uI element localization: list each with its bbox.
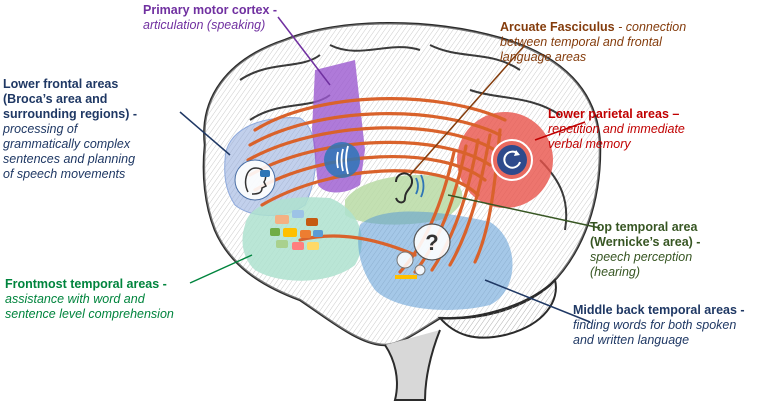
leader-line-motor — [277, 16, 331, 86]
label-title: Primary motor cortex - — [143, 3, 278, 17]
leader-line-parietal — [534, 121, 586, 141]
leader-lines — [179, 16, 601, 323]
repeat-icon — [491, 139, 533, 181]
label-middle-back-temporal-areas: Middle back temporal areas - finding wor… — [573, 303, 745, 348]
arcuate-fasciculus-fibers — [246, 97, 507, 274]
label-title: Arcuate Fasciculus — [500, 20, 615, 34]
label-description: - connection between temporal and fronta… — [500, 20, 687, 64]
label-title: Lower parietal areas – — [548, 107, 680, 121]
label-description: articulation (speaking) — [143, 18, 266, 32]
svg-text:?: ? — [425, 230, 438, 255]
wernicke-region — [345, 174, 463, 225]
label-arcuate-fasciculus: Arcuate Fasciculus - connection between … — [500, 20, 686, 65]
label-description: finding words for both spoken and writte… — [573, 318, 737, 347]
label-description: speech perception (hearing) — [590, 250, 693, 279]
middleback-region — [358, 211, 513, 310]
leader-line-frontmost — [189, 254, 253, 284]
leader-line-middleback — [484, 279, 591, 323]
speech-bubbles-icon — [270, 210, 323, 250]
question-bubble-icon: ? — [395, 223, 451, 279]
label-top-temporal-area: Top temporal area (Wernicke’s area) - sp… — [590, 220, 700, 280]
label-description: assistance with word and sentence level … — [5, 292, 174, 321]
label-lower-parietal-areas: Lower parietal areas – repetition and im… — [548, 107, 685, 152]
leader-line-wernicke — [447, 194, 601, 229]
label-lower-frontal-areas: Lower frontal areas (Broca’s area and su… — [3, 77, 137, 182]
leader-line-broca — [179, 111, 231, 156]
label-description: processing of grammatically complex sent… — [3, 122, 136, 181]
label-title: Top temporal area (Wernicke’s area) - — [590, 220, 701, 249]
label-frontmost-temporal-areas: Frontmost temporal areas - assistance wi… — [5, 277, 174, 322]
speaking-head-icon — [234, 159, 276, 201]
label-title: Middle back temporal areas - — [573, 303, 745, 317]
ear-icon — [395, 172, 425, 204]
leader-line-arcuate — [409, 44, 526, 176]
label-title: Frontmost temporal areas - — [5, 277, 167, 291]
label-title: Lower frontal areas (Broca’s area and su… — [3, 77, 138, 121]
label-description: repetition and immediate verbal memory — [548, 122, 685, 151]
label-primary-motor-cortex: Primary motor cortex - articulation (spe… — [143, 3, 277, 33]
sound-waves-icon — [324, 142, 360, 178]
